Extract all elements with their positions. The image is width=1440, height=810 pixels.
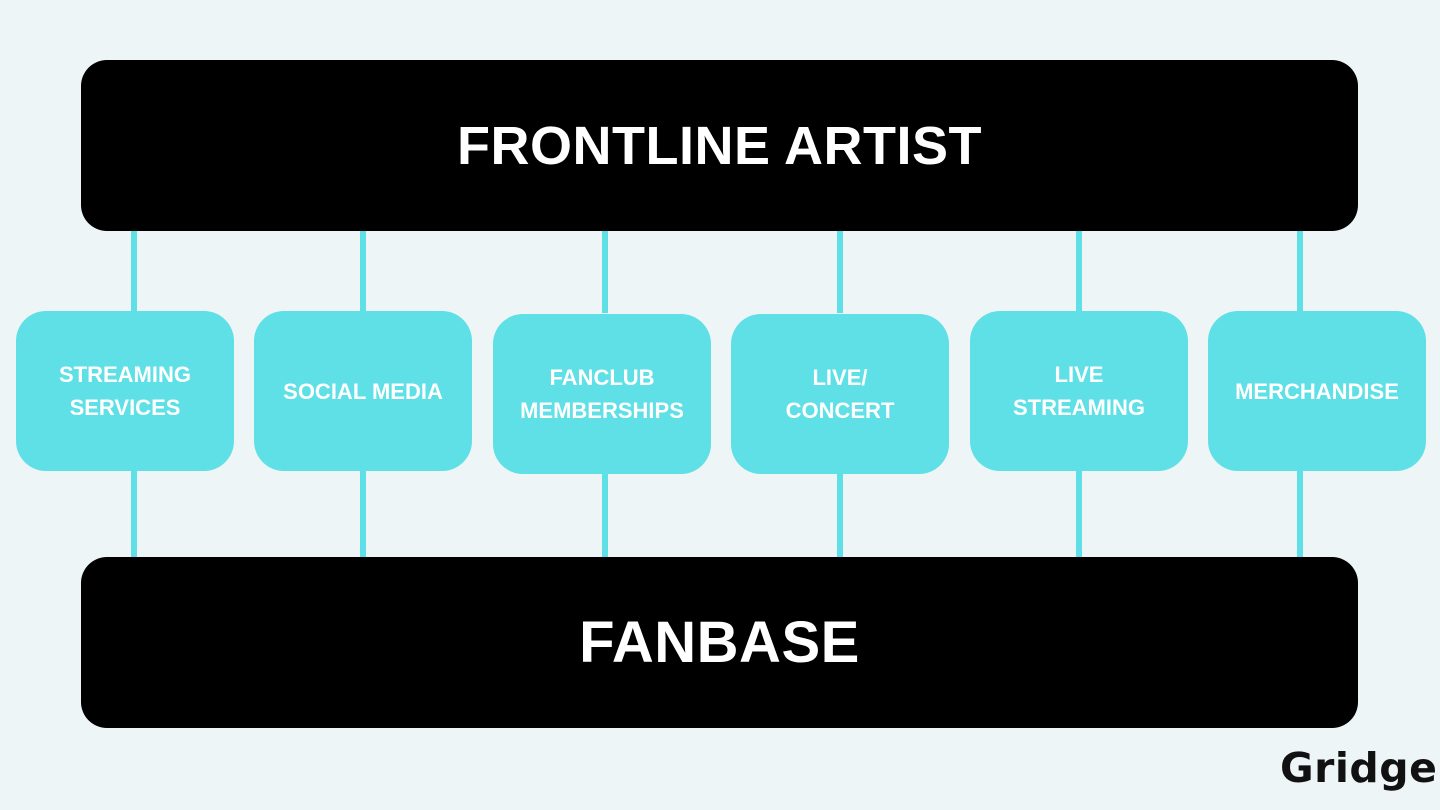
frontline-artist-label: FRONTLINE ARTIST xyxy=(457,115,982,176)
channel-streaming-services: STREAMING SERVICES xyxy=(16,311,234,471)
connector-streaming-services-bottom xyxy=(131,470,137,557)
connector-streaming-services-top xyxy=(131,231,137,313)
channel-live-streaming: LIVE STREAMING xyxy=(970,311,1188,471)
channel-fanclub-memberships: FANCLUB MEMBERSHIPS xyxy=(493,314,711,474)
connector-merchandise-top xyxy=(1297,231,1303,313)
connector-live-streaming-bottom xyxy=(1076,470,1082,557)
connector-live-concert-top xyxy=(837,231,843,313)
connector-fanclub-memberships-bottom xyxy=(602,470,608,557)
connector-social-media-top xyxy=(360,231,366,313)
channel-merchandise: MERCHANDISE xyxy=(1208,311,1426,471)
connector-merchandise-bottom xyxy=(1297,470,1303,557)
connector-live-streaming-top xyxy=(1076,231,1082,313)
connector-fanclub-memberships-top xyxy=(602,231,608,313)
connector-social-media-bottom xyxy=(360,470,366,557)
gridge-logo: Gridge xyxy=(1280,744,1438,792)
fanbase-label: FANBASE xyxy=(579,610,860,675)
channel-social-media: SOCIAL MEDIA xyxy=(254,311,472,471)
frontline-artist-bar: FRONTLINE ARTIST xyxy=(81,60,1358,231)
connector-live-concert-bottom xyxy=(837,470,843,557)
channel-live-concert: LIVE/ CONCERT xyxy=(731,314,949,474)
fanbase-bar: FANBASE xyxy=(81,557,1358,728)
